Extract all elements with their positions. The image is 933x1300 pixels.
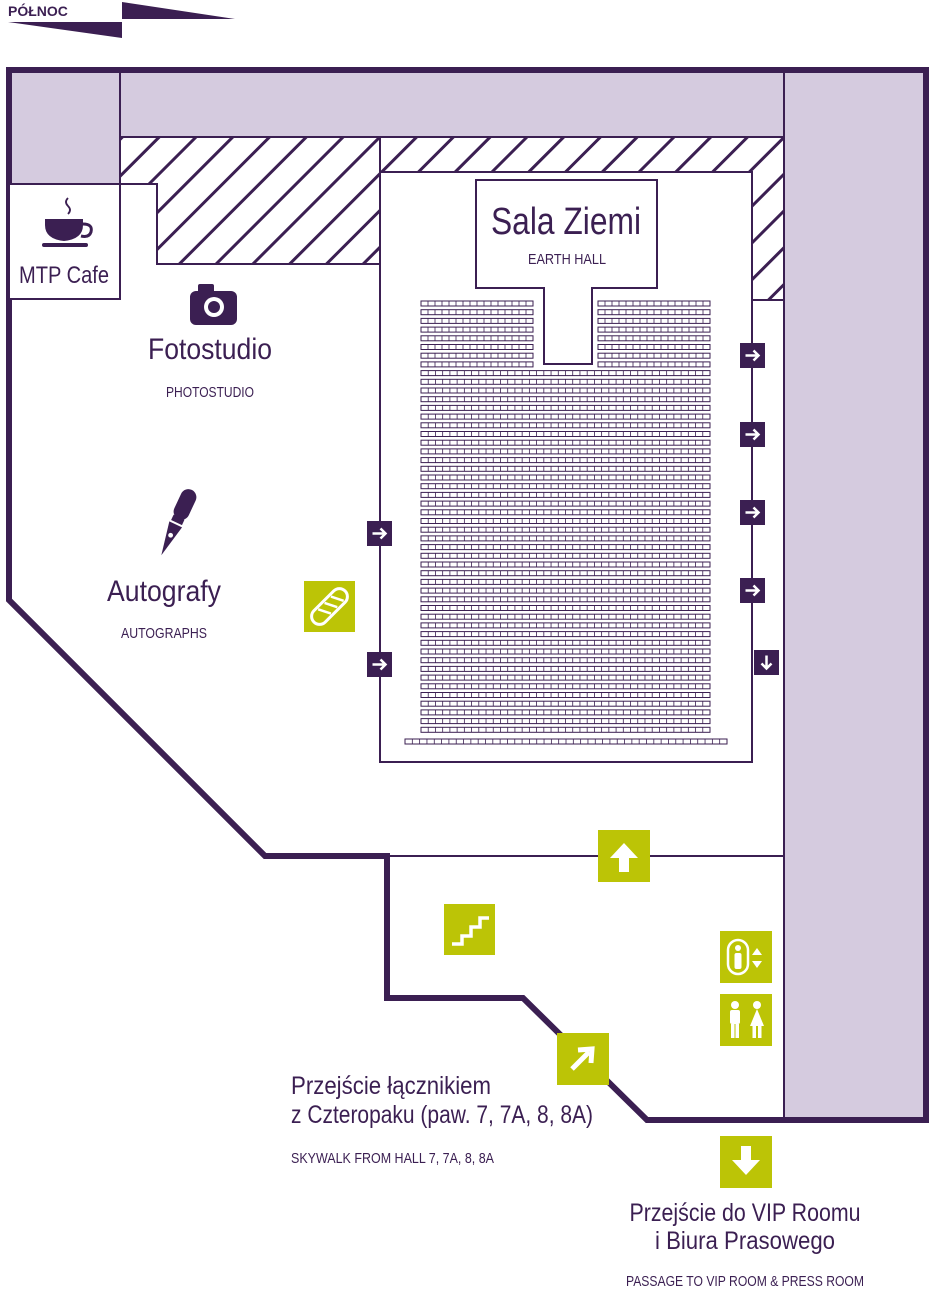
baguette-food-icon[interactable] xyxy=(304,581,355,632)
vip-subtitle: PASSAGE TO VIP ROOM & PRESS ROOM xyxy=(626,1273,864,1290)
skywalk-line1: Przejście łącznikiem xyxy=(291,1072,491,1100)
coffee-cup-icon xyxy=(42,197,93,247)
stairs-icon[interactable] xyxy=(444,904,495,955)
north-label: PÓŁNOC xyxy=(8,2,68,19)
corridor-cafe-top xyxy=(9,70,120,184)
entrance-arrow-icon xyxy=(740,343,765,368)
arrow-up-icon[interactable] xyxy=(598,830,650,882)
earth-hall-name: Sala Ziemi xyxy=(491,201,641,243)
entrance-arrow-icon xyxy=(367,652,392,677)
stage xyxy=(475,179,658,365)
elevator-icon[interactable] xyxy=(720,931,772,983)
north-arrow-icon xyxy=(8,2,235,38)
earth-hall-subtitle: EARTH HALL xyxy=(528,251,606,268)
vip-line2: i Biura Prasowego xyxy=(655,1227,835,1255)
entrance-arrow-icon xyxy=(740,500,765,525)
photostudio-name: Fotostudio xyxy=(148,333,272,366)
seating-rows xyxy=(404,300,728,745)
arrow-up-right-icon[interactable] xyxy=(557,1033,609,1085)
entrance-arrow-icon xyxy=(740,422,765,447)
cafe-name: MTP Cafe xyxy=(19,262,109,289)
skywalk-line2: z Czteropaku (paw. 7, 7A, 8, 8A) xyxy=(291,1101,593,1129)
exit-arrow-icon xyxy=(754,650,779,675)
building-outline xyxy=(6,67,929,1123)
north-compass: PÓŁNOC xyxy=(8,2,235,38)
toilets-icon[interactable] xyxy=(720,994,772,1046)
autographs-subtitle: AUTOGRAPHS xyxy=(121,625,207,642)
entrance-arrows xyxy=(367,343,779,677)
corridor-north xyxy=(9,70,784,137)
cafe-room[interactable] xyxy=(8,183,121,300)
entrance-arrow-icon xyxy=(740,578,765,603)
skywalk-subtitle: SKYWALK FROM HALL 7, 7A, 8, 8A xyxy=(291,1150,494,1167)
autographs-name: Autografy xyxy=(107,575,221,608)
arrow-down-icon[interactable] xyxy=(720,1136,772,1188)
fountain-pen-icon xyxy=(161,489,197,556)
hatched-area-west xyxy=(119,136,381,265)
entrance-arrow-icon xyxy=(367,521,392,546)
vip-line1: Przejście do VIP Roomu xyxy=(630,1199,861,1227)
corridor-east xyxy=(784,70,926,1120)
camera-icon xyxy=(190,284,237,325)
photostudio-subtitle: PHOTOSTUDIO xyxy=(166,384,254,401)
